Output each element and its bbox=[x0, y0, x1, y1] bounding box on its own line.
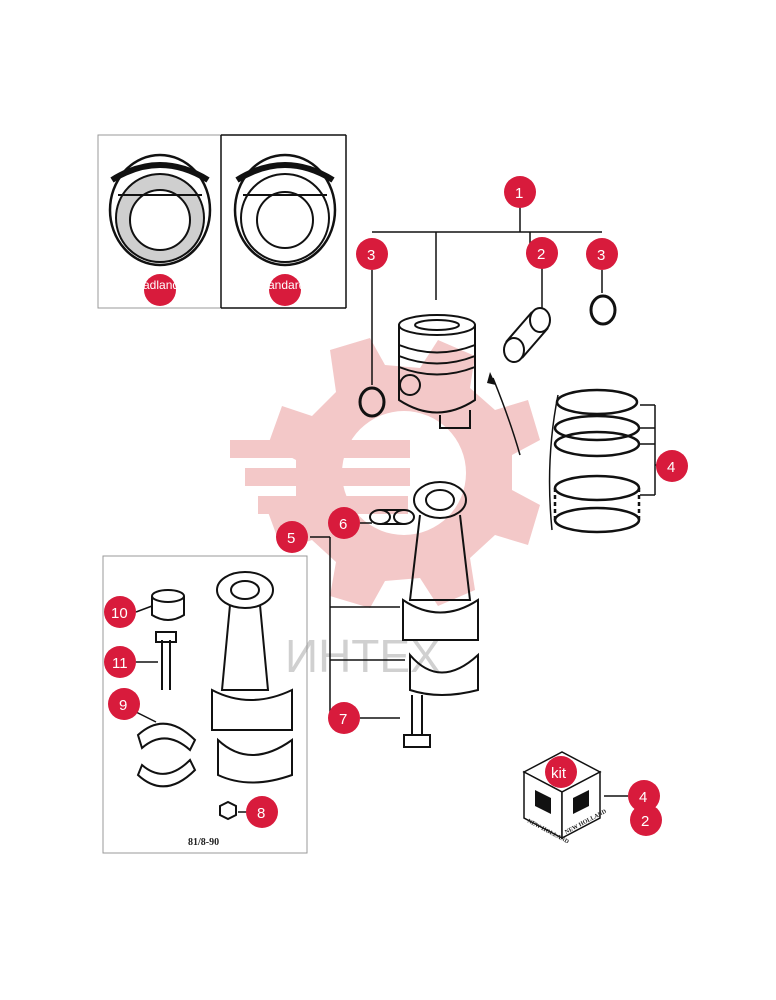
callout-1[interactable]: 1 bbox=[504, 176, 536, 208]
svg-text:10: 10 bbox=[111, 605, 128, 622]
svg-text:1: 1 bbox=[515, 185, 523, 202]
svg-text:2: 2 bbox=[641, 813, 649, 830]
callout-lines-top bbox=[371, 207, 603, 385]
circlip-left bbox=[358, 386, 386, 418]
drawing-code: 81/8-90 bbox=[188, 837, 219, 848]
kit-label: kit bbox=[551, 765, 567, 782]
piston-top-view-badland bbox=[108, 153, 212, 267]
kit-badge bbox=[545, 756, 577, 788]
callout-11[interactable]: 11 bbox=[104, 646, 136, 678]
circlip-right bbox=[589, 294, 617, 326]
piston-top-view-standard bbox=[233, 153, 337, 267]
connecting-rod bbox=[402, 481, 479, 748]
new-holland-logo-right bbox=[573, 790, 589, 814]
svg-text:5: 5 bbox=[287, 530, 295, 547]
callout-4[interactable]: 4 bbox=[656, 450, 688, 482]
svg-text:9: 9 bbox=[119, 697, 127, 714]
callout-7[interactable]: 7 bbox=[328, 702, 360, 734]
kit-callout-4[interactable]: 4 bbox=[628, 780, 660, 812]
callout-10[interactable]: 10 bbox=[104, 596, 136, 628]
svg-text:11: 11 bbox=[112, 655, 128, 672]
svg-text:2: 2 bbox=[537, 246, 545, 263]
rod-exploded-inset: 81/8-90 bbox=[102, 555, 308, 854]
badland-label: Badland bbox=[135, 278, 179, 292]
kit-callout-2[interactable]: 2 bbox=[630, 804, 662, 836]
badland-label-badge bbox=[144, 274, 176, 306]
svg-text:3: 3 bbox=[597, 247, 605, 264]
callout-5[interactable]: 5 bbox=[276, 521, 308, 553]
callout-lines-rod bbox=[310, 522, 405, 719]
svg-text:3: 3 bbox=[367, 247, 375, 264]
small-end-bushing bbox=[369, 509, 415, 525]
ring-arrow-head bbox=[487, 372, 496, 385]
svg-text:8: 8 bbox=[257, 805, 265, 822]
svg-text:4: 4 bbox=[639, 789, 647, 806]
svg-text:6: 6 bbox=[339, 516, 347, 533]
new-holland-logo-left bbox=[535, 790, 551, 814]
svg-text:4: 4 bbox=[667, 459, 675, 476]
piston-rings bbox=[548, 388, 641, 534]
piston-comparison-inset: Badland Sandard bbox=[97, 134, 347, 309]
callout-2[interactable]: 2 bbox=[526, 237, 558, 269]
callout-3-left[interactable]: 3 bbox=[356, 238, 388, 270]
callout-3-right[interactable]: 3 bbox=[586, 238, 618, 270]
callout-9[interactable]: 9 bbox=[108, 688, 140, 720]
piston-drawing bbox=[398, 314, 476, 429]
standard-label-badge bbox=[269, 274, 301, 306]
ring-bracket bbox=[640, 404, 658, 496]
watermark-logo-inner bbox=[230, 411, 466, 535]
watermark-text: ИНТЕХ bbox=[285, 630, 441, 682]
callout-8[interactable]: 8 bbox=[246, 796, 278, 828]
ring-arrow bbox=[492, 377, 521, 456]
piston-pin bbox=[503, 307, 551, 363]
standard-label: Sandard bbox=[260, 278, 305, 292]
svg-text:7: 7 bbox=[339, 711, 347, 728]
callout-6[interactable]: 6 bbox=[328, 507, 360, 539]
